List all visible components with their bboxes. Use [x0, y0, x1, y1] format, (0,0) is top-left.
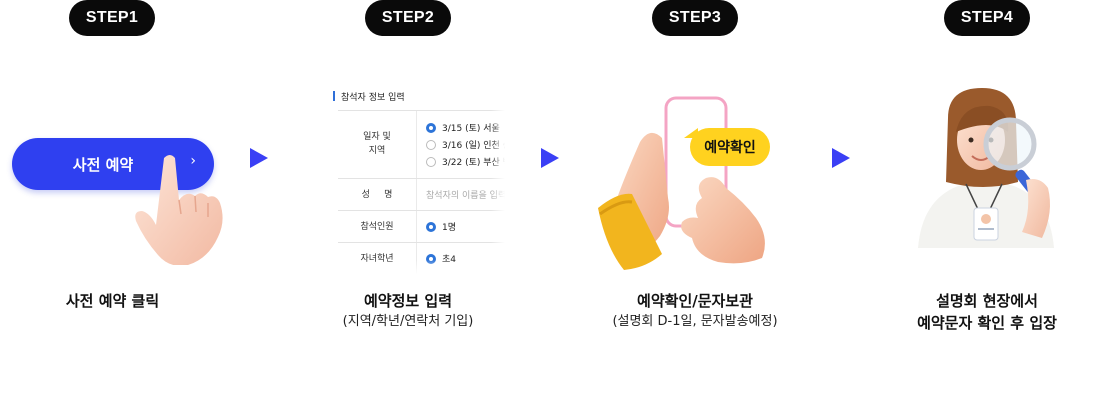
arrow-right-icon — [250, 148, 268, 168]
caption-main: 예약확인/문자보관 — [637, 292, 753, 310]
caption-main: 사전 예약 클릭 — [65, 292, 160, 310]
step-caption: 설명회 현장에서 예약문자 확인 후 입장 — [862, 290, 1098, 334]
arrow-right-icon — [541, 148, 559, 168]
name-input[interactable]: 참석자의 이름을 입력 — [426, 191, 505, 201]
name-label: 성 명 — [361, 190, 393, 200]
step-4: STEP4 설명회 현장에서 예약문자 확인 후 입장 — [862, 0, 1098, 415]
attendees-label: 참석인원 — [360, 222, 394, 232]
attendees-option[interactable]: 1명 — [426, 220, 456, 233]
step-1: STEP1 사전 예약 클릭 — [0, 0, 250, 415]
step-badge: STEP1 — [69, 0, 155, 36]
pre-reservation-button[interactable]: 사전 예약 › — [12, 138, 214, 190]
button-label: 사전 예약 — [72, 155, 134, 174]
date-label: 일자 및 지역 — [363, 132, 391, 156]
name-row: 성 명 참석자의 이름을 입력 — [338, 178, 505, 211]
step-2: STEP2 예약정보 입력 (지역/학년/연락처 기입) — [283, 0, 533, 415]
caption-main: 예약정보 입력 — [363, 292, 453, 310]
radio-selected-icon — [426, 123, 436, 133]
attendee-info-form: 참석자 정보 입력 일자 및 지역 3/15 (토) 서울 3/16 (일) 인… — [333, 88, 505, 274]
step-3: STEP3 예약확인/문자보관 (설명회 D-1일, 문자발송예정) — [570, 0, 820, 415]
caption-sub: (설명회 D-1일, 문자발송예정) — [612, 314, 778, 329]
reservation-confirm-bubble: 예약확인 — [684, 128, 770, 166]
pointing-hand-icon — [135, 155, 223, 265]
step-badge: STEP3 — [652, 0, 738, 36]
radio-icon — [426, 140, 436, 150]
caption-main: 설명회 현장에서 — [936, 292, 1038, 310]
form-title: 참석자 정보 입력 — [333, 90, 405, 103]
caption-main-2: 예약문자 확인 후 입장 — [917, 314, 1057, 332]
arrow-right-icon — [832, 148, 850, 168]
radio-icon — [426, 157, 436, 167]
date-region-row: 일자 및 지역 3/15 (토) 서울 3/16 (일) 인천 송 3/22 (… — [338, 110, 505, 179]
grade-label: 자녀학년 — [360, 254, 394, 264]
date-option[interactable]: 3/22 (토) 부산 벡 — [426, 155, 505, 168]
phone-in-hand-icon — [598, 96, 765, 270]
date-option[interactable]: 3/16 (일) 인천 송 — [426, 138, 505, 151]
step-caption: 예약정보 입력 (지역/학년/연락처 기입) — [283, 290, 533, 332]
step-caption: 예약확인/문자보관 (설명회 D-1일, 문자발송예정) — [570, 290, 820, 332]
date-option[interactable]: 3/15 (토) 서울 — [426, 121, 500, 134]
attendees-row: 참석인원 1명 — [338, 210, 505, 243]
step-badge: STEP4 — [944, 0, 1030, 36]
radio-selected-icon — [426, 222, 436, 232]
caption-sub: (지역/학년/연락처 기입) — [342, 314, 474, 329]
step-caption: 사전 예약 클릭 — [0, 290, 250, 312]
chevron-right-icon: › — [190, 153, 196, 169]
woman-magnifier-icon — [918, 88, 1054, 248]
step-badge: STEP2 — [365, 0, 451, 36]
